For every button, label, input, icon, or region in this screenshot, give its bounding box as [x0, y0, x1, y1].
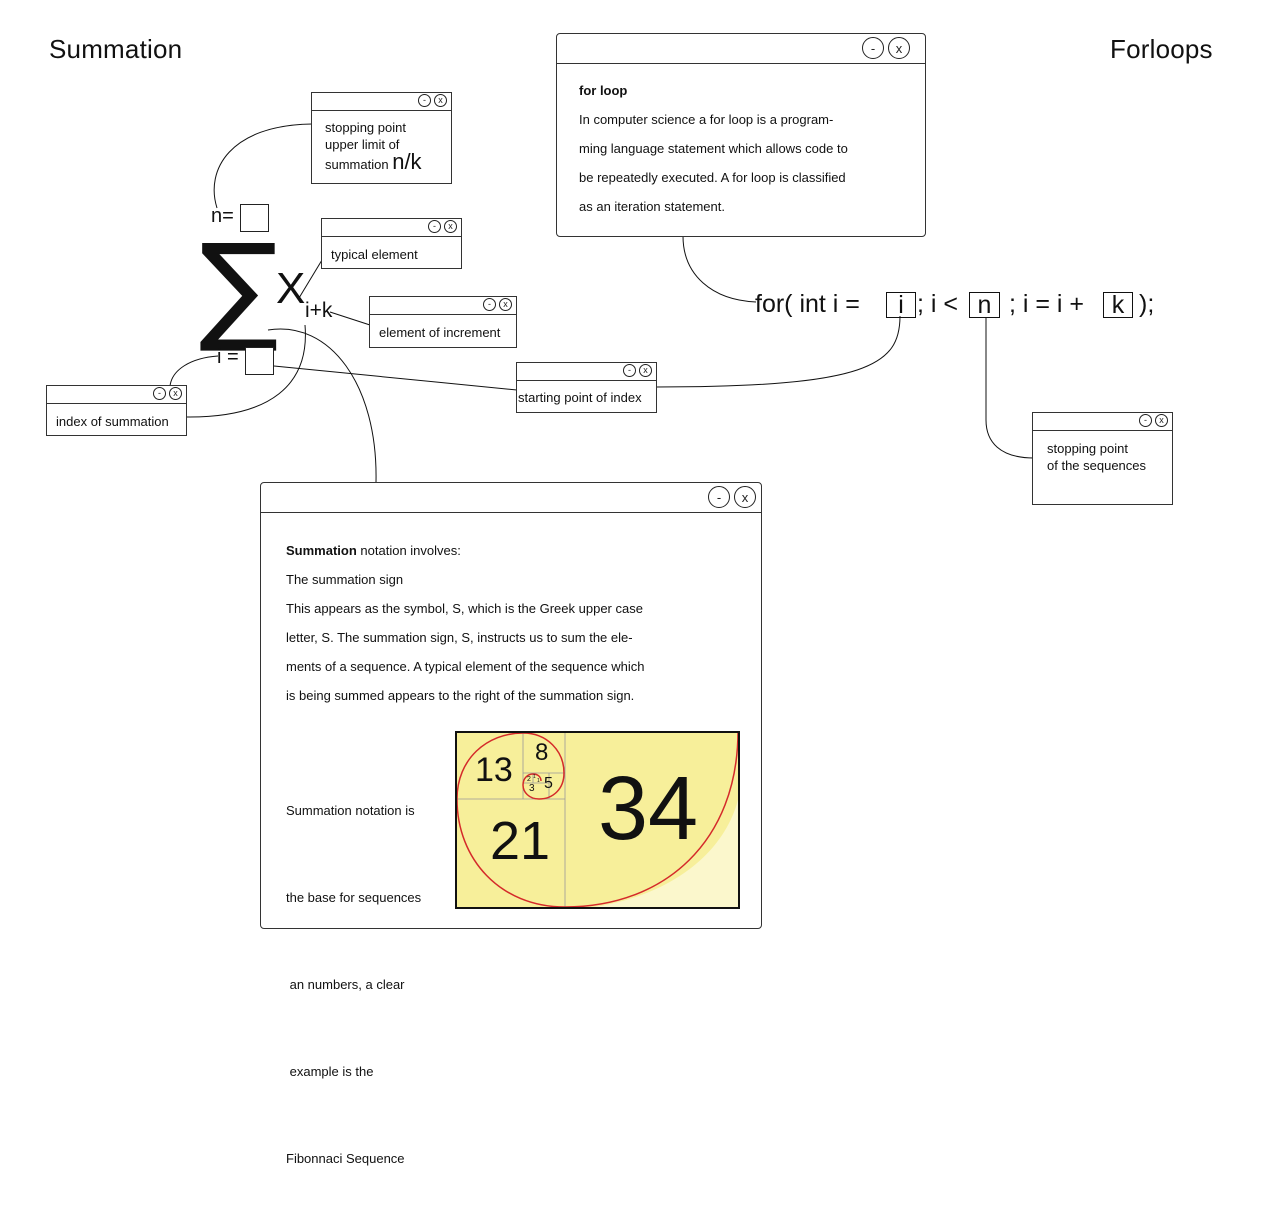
summation-heading: Summation	[49, 34, 183, 64]
close-icon[interactable]: x	[434, 94, 447, 107]
element-of-increment-label: element of increment	[379, 325, 501, 340]
fib-number-21: 21	[490, 811, 551, 871]
index-of-summation-popup: - x index of summation	[46, 385, 187, 436]
starting-point-of-index-label: starting point of index	[518, 390, 642, 405]
fib-number-34: 34	[598, 759, 699, 859]
fib-number-2: 2	[527, 776, 531, 783]
typical-element-label: typical element	[331, 247, 418, 262]
golden-spiral	[456, 731, 739, 908]
popup-titlebar: - x	[322, 219, 461, 237]
minimize-icon[interactable]: -	[153, 387, 166, 400]
typical-element-x: X	[276, 264, 306, 313]
starting-point-of-index-popup: - x starting point of index	[516, 362, 657, 413]
popup-text: stopping point of the sequences	[1047, 441, 1147, 473]
fib-number-13: 13	[475, 751, 513, 789]
for-loop-window: - x for loop In computer science a for l…	[556, 33, 926, 237]
minimize-icon[interactable]: -	[418, 94, 431, 107]
minimize-icon[interactable]: -	[1139, 414, 1152, 427]
connector-lines	[169, 123, 1035, 483]
for-loop-title: for loop	[579, 83, 628, 98]
fibonacci-spiral-illustration	[455, 731, 740, 909]
connector-i-box-to-starting-point	[273, 365, 518, 391]
fib-number-5: 5	[544, 775, 553, 792]
minimize-icon[interactable]: -	[428, 220, 441, 233]
connector-subscript-to-index-summation	[185, 324, 306, 418]
summation-title-bold: Summation	[286, 543, 357, 558]
i-label: i =	[217, 346, 239, 368]
connector-sigma-to-summation-window	[267, 328, 377, 483]
code-n-box[interactable]: n	[969, 292, 1000, 318]
connector-n-to-stopping-point	[213, 123, 313, 209]
code-closing: );	[1139, 290, 1155, 318]
connector-code-n-to-stopping-sequences	[985, 318, 1035, 459]
close-icon[interactable]: x	[499, 298, 512, 311]
connector-x-to-typical-element	[298, 259, 323, 299]
popup-titlebar: - x	[47, 386, 186, 404]
window-titlebar: - x	[557, 34, 925, 64]
close-icon[interactable]: x	[169, 387, 182, 400]
i-input-box[interactable]	[245, 347, 274, 375]
minimize-icon[interactable]: -	[623, 364, 636, 377]
sigma-symbol: ∑	[199, 218, 279, 356]
summation-description: Summation notation involves: The summati…	[286, 543, 645, 703]
minimize-icon[interactable]: -	[483, 298, 496, 311]
popup-titlebar: - x	[370, 297, 516, 315]
subscript-i-plus-k: i+k	[305, 299, 333, 322]
fib-number-1: 1	[537, 778, 540, 784]
code-for-prefix: for( int i =	[755, 290, 860, 318]
stopping-point-limit-popup: - x stopping point upper limit of summat…	[311, 92, 452, 184]
close-icon[interactable]: x	[1155, 414, 1168, 427]
code-increment: ; i = i +	[1009, 290, 1085, 318]
close-icon[interactable]: x	[444, 220, 457, 233]
fibonacci-note: Summation notation is the base for seque…	[286, 803, 422, 1166]
for-loop-description: for loop In computer science a for loop …	[579, 76, 848, 221]
n-label: n=	[211, 205, 234, 227]
typical-element-popup: - x typical element	[321, 218, 462, 269]
code-i-box[interactable]: i	[886, 292, 916, 318]
fib-number-8: 8	[535, 739, 549, 766]
fibonacci-filled-spiral-region	[565, 731, 740, 909]
stopping-point-sequences-popup: - x stopping point of the sequences	[1032, 412, 1173, 505]
window-titlebar: - x	[261, 483, 761, 513]
fib-number-3: 3	[529, 783, 535, 794]
n-input-box[interactable]	[240, 204, 269, 232]
fib-number-1: 1	[533, 774, 536, 780]
connector-subscript-to-increment	[329, 311, 371, 326]
minimize-icon[interactable]: -	[862, 37, 884, 59]
connector-for-loop-window-to-code	[682, 235, 757, 303]
connector-i-to-index-summation	[169, 355, 219, 387]
code-k-box[interactable]: k	[1103, 292, 1133, 318]
popup-titlebar: - x	[1033, 413, 1172, 431]
element-of-increment-popup: - x element of increment	[369, 296, 517, 348]
close-icon[interactable]: x	[639, 364, 652, 377]
close-icon[interactable]: x	[734, 486, 756, 508]
index-of-summation-label: index of summation	[56, 414, 169, 429]
forloops-heading: Forloops	[1110, 34, 1213, 64]
minimize-icon[interactable]: -	[708, 486, 730, 508]
n-over-k-value: n/k	[392, 149, 422, 174]
popup-titlebar: - x	[517, 363, 656, 381]
popup-titlebar: - x	[312, 93, 451, 111]
fibonacci-border	[455, 731, 740, 909]
close-icon[interactable]: x	[888, 37, 910, 59]
connector-code-i-to-starting-point	[655, 315, 901, 388]
popup-text: stopping point upper limit of summation …	[325, 120, 422, 174]
code-condition: ; i <	[917, 290, 958, 318]
